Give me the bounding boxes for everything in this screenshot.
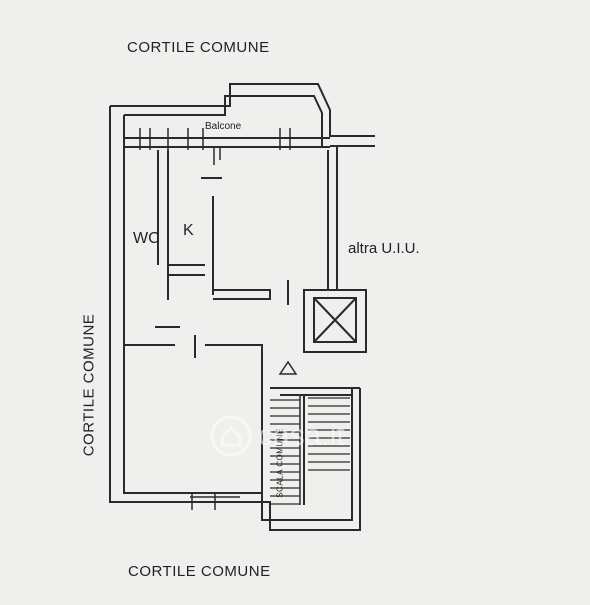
watermark-text: casa.it	[258, 419, 345, 452]
stair-treads	[270, 395, 350, 505]
wc-bottom-wall	[168, 264, 205, 276]
lift-cab	[313, 297, 357, 343]
inner-wall-outline	[123, 115, 353, 521]
wc-label: WC	[133, 230, 160, 247]
balcony-label: Balcone	[205, 121, 242, 132]
outer-wall-outline	[109, 106, 361, 531]
top-wall	[124, 137, 330, 148]
courtyard-label-left: CORTILE COMUNE	[80, 313, 98, 457]
watermark: casa.it	[210, 415, 345, 457]
room-divider	[124, 344, 263, 493]
balcony-outline	[110, 83, 375, 137]
courtyard-label-bottom: CORTILE COMUNE	[128, 563, 271, 580]
balcony-inner-line	[124, 95, 323, 146]
lift-cross	[313, 297, 357, 343]
lift-shaft	[303, 289, 367, 353]
entry-arrow	[278, 360, 298, 375]
house-icon	[210, 415, 252, 457]
window-ticks	[139, 128, 291, 510]
kitchen-label: K	[183, 222, 194, 239]
courtyard-label-top: CORTILE COMUNE	[127, 39, 270, 56]
kitchen-bottom-wall	[213, 289, 271, 300]
other-unit-label: altra U.I.U.	[348, 240, 420, 257]
